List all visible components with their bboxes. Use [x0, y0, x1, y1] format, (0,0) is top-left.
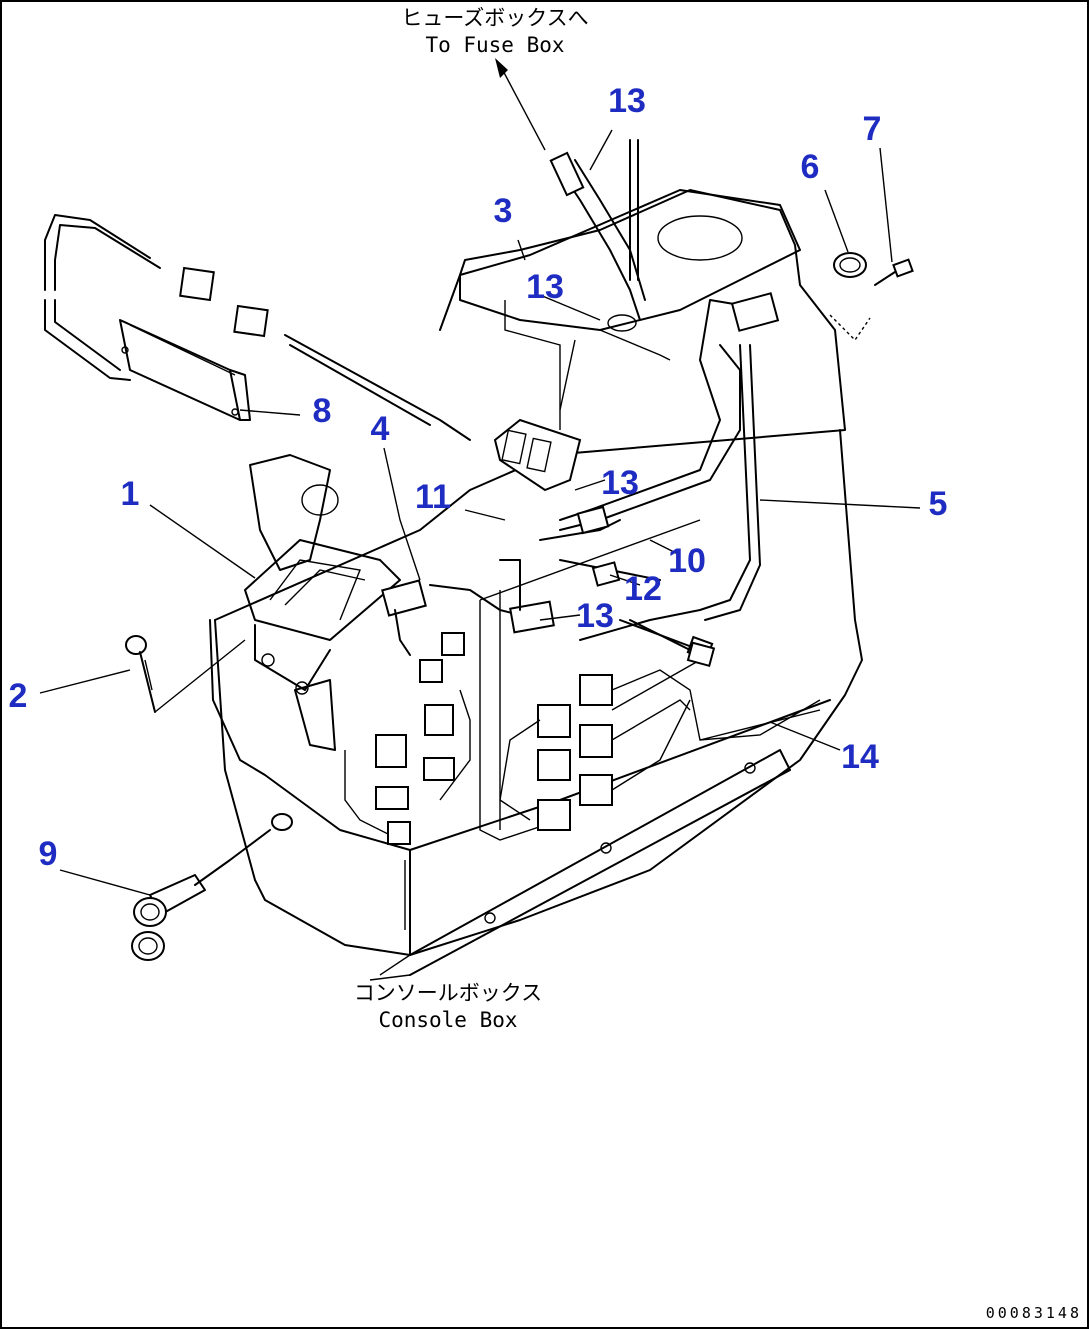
callout-2: 2 — [9, 677, 28, 715]
callout-11: 11 — [415, 478, 451, 516]
drawing-number: 00083148 — [986, 1304, 1082, 1322]
callout-5: 5 — [929, 485, 948, 523]
callout-9: 9 — [39, 835, 58, 873]
callout-13-lower: 13 — [576, 597, 614, 635]
callout-13-switch: 13 — [601, 464, 639, 502]
callout-13-top: 13 — [608, 82, 646, 120]
callout-12: 12 — [624, 570, 662, 608]
fuse-box-label-en: To Fuse Box — [425, 33, 564, 57]
callout-8: 8 — [313, 392, 332, 430]
callout-1: 1 — [121, 475, 140, 513]
callout-13-tank: 13 — [526, 268, 564, 306]
console-box-label-en: Console Box — [378, 1008, 517, 1032]
callout-14: 14 — [841, 738, 879, 776]
callout-3: 3 — [494, 192, 513, 230]
fuse-box-label-jp: ヒューズボックスへ — [401, 6, 588, 30]
callout-10: 10 — [668, 542, 706, 580]
console-box-drawing — [39, 58, 921, 981]
callout-6: 6 — [801, 148, 820, 186]
callout-7: 7 — [863, 110, 882, 148]
console-box-label-jp: コンソールボックス — [354, 981, 542, 1005]
callout-4: 4 — [371, 410, 390, 448]
